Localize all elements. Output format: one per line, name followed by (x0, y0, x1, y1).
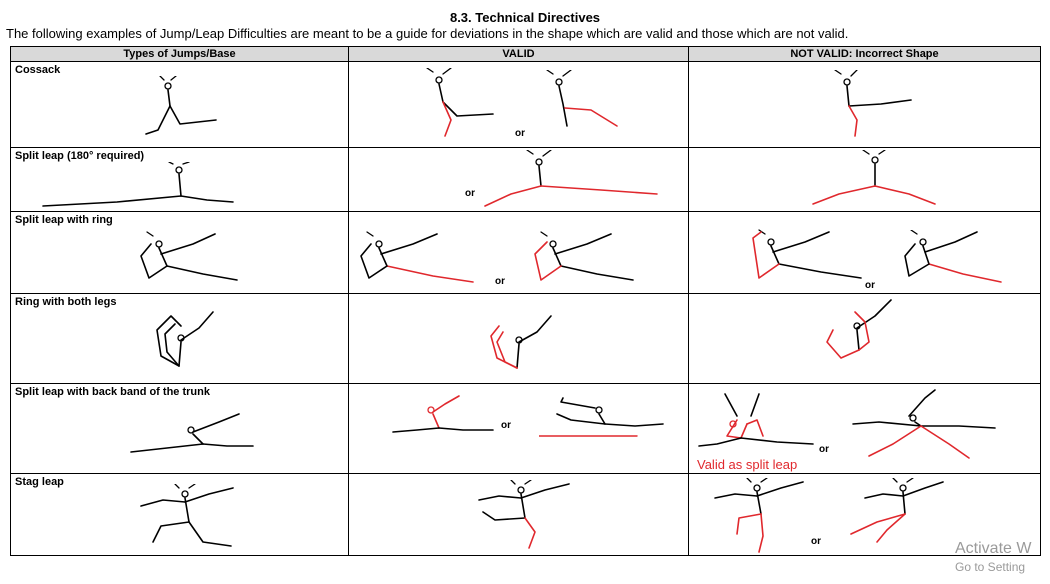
gymnast-figure (130, 413, 254, 453)
row-label: Split leap with back band of the trunk (15, 386, 210, 398)
gymnast-figure (852, 389, 996, 459)
gymnast-figure (534, 231, 634, 281)
table-header-row: Types of Jumps/Base VALID NOT VALID: Inc… (10, 46, 1041, 62)
cell-base: Ring with both legs (10, 293, 349, 384)
gymnast-figure (752, 229, 862, 279)
row-label: Split leap (180° required) (15, 150, 145, 162)
cell-base: Split leap (180° required) (10, 147, 349, 212)
cell-base: Split leap with back band of the trunk (10, 383, 349, 474)
table-row: Ring with both legs (10, 293, 1041, 384)
table-row: Split leap with ring (10, 211, 1041, 294)
gymnast-figure (145, 76, 217, 135)
or-label: or (515, 128, 525, 139)
watermark-line1: Activate W (955, 540, 1032, 557)
or-label: or (819, 444, 829, 455)
gymnast-figure (834, 70, 912, 137)
page-title: 8.3. Technical Directives (449, 10, 601, 25)
jump-difficulties-table: Types of Jumps/Base VALID NOT VALID: Inc… (10, 46, 1041, 556)
gymnast-figure (478, 480, 570, 549)
watermark-line2: Go to Setting (955, 560, 1026, 574)
intro-text: The following examples of Jump/Leap Diff… (6, 26, 849, 41)
gymnast-figure (812, 150, 936, 205)
table-row: Cossack or (10, 61, 1041, 148)
cell-valid (348, 473, 689, 556)
row-label: Stag leap (15, 476, 64, 488)
header-not-valid: NOT VALID: Incorrect Shape (688, 46, 1041, 62)
or-label: or (465, 188, 475, 199)
gymnast-figure (490, 315, 552, 369)
header-valid: VALID (348, 46, 689, 62)
gymnast-figure (140, 231, 238, 281)
cell-base: Stag leap (10, 473, 349, 556)
gymnast-figure (904, 230, 1002, 283)
or-label: or (501, 420, 511, 431)
header-types: Types of Jumps/Base (10, 46, 349, 62)
cell-valid: or (348, 147, 689, 212)
gymnast-figure (484, 150, 658, 207)
cell-not-valid (688, 147, 1041, 212)
gymnast-figure (140, 484, 234, 547)
cell-valid: or (348, 383, 689, 474)
gymnast-figure (539, 397, 664, 437)
gymnast-figure (360, 231, 474, 283)
cell-not-valid (688, 61, 1041, 148)
table-row: Split leap with back band of the trunk (10, 383, 1041, 474)
valid-as-split-leap-note: Valid as split leap (697, 457, 798, 472)
activation-watermark: Activate W Go to Setting (955, 540, 1031, 574)
gymnast-figure (546, 70, 618, 127)
gymnast-figure (42, 162, 234, 207)
table-row: Stag leap (10, 473, 1041, 556)
or-label: or (811, 536, 821, 547)
gymnast-figure (714, 478, 804, 553)
cell-valid: or (348, 211, 689, 294)
cell-base: Cossack (10, 61, 349, 148)
cell-base: Split leap with ring (10, 211, 349, 294)
table-row: Split leap (180° required) or (10, 147, 1041, 212)
cell-not-valid (688, 293, 1041, 384)
gymnast-figure (826, 299, 892, 359)
or-label: or (495, 276, 505, 287)
cell-valid: or (348, 61, 689, 148)
or-label: or (865, 280, 875, 291)
gymnast-figure (156, 311, 214, 367)
row-label: Split leap with ring (15, 214, 113, 226)
gymnast-figure (392, 395, 494, 433)
row-label: Cossack (15, 64, 61, 76)
cell-valid (348, 293, 689, 384)
cell-not-valid: or (688, 473, 1041, 556)
gymnast-figure (698, 393, 814, 447)
gymnast-figure (850, 478, 944, 543)
row-label: Ring with both legs (15, 296, 117, 308)
cell-not-valid: or (688, 211, 1041, 294)
cell-not-valid: Valid as split leap or (688, 383, 1041, 474)
gymnast-figure (426, 68, 494, 137)
